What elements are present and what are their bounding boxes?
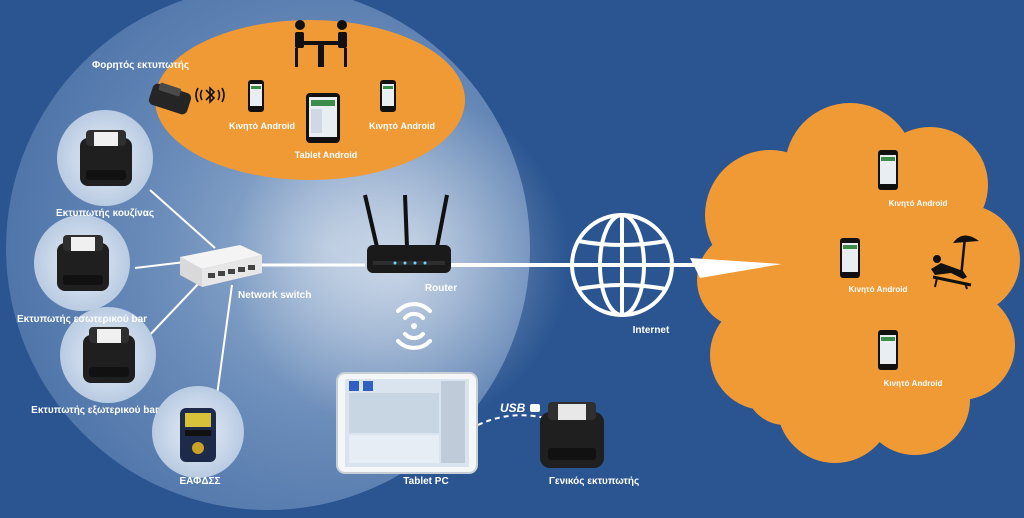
local-phone-right xyxy=(380,80,396,112)
bluetooth-icon xyxy=(195,86,225,104)
router-label: Router xyxy=(425,283,457,294)
network-switch xyxy=(180,245,262,287)
general-printer-label: Γενικός εκτυπωτής xyxy=(549,476,639,487)
line-kitchen-switch xyxy=(149,189,216,249)
inner-bar-printer xyxy=(57,235,109,291)
kitchen-printer-label: Εκτυπωτής κουζίνας xyxy=(56,208,154,219)
general-printer xyxy=(540,402,604,468)
usb-icon: USB xyxy=(500,401,540,415)
outer-bar-printer-label: Εκτυπωτής εξωτερικού bar xyxy=(31,405,159,416)
inner-bar-printer-label: Εκτυπωτής εσωτερικού bar xyxy=(17,314,147,325)
remote-phone-middle xyxy=(840,238,860,278)
mobile-printer-label: Φορητός εκτυπωτής xyxy=(92,60,189,71)
network-switch-label: Network switch xyxy=(238,290,311,301)
local-tablet-label: Tablet Android xyxy=(295,150,358,160)
tablet-pc xyxy=(336,372,478,474)
line-outerbar-switch xyxy=(144,281,201,341)
local-phone-left-label: Κινητό Android xyxy=(229,121,295,131)
router xyxy=(363,194,451,273)
remote-phone-top xyxy=(878,150,898,190)
fiscal-device xyxy=(180,408,216,462)
local-tablet xyxy=(306,93,340,143)
remote-phone-bottom xyxy=(878,330,898,370)
remote-phone-bottom-label: Κινητό Android xyxy=(884,379,943,388)
internet-label: Internet xyxy=(633,325,670,336)
connection-lines xyxy=(134,189,700,426)
local-phone-right-label: Κινητό Android xyxy=(369,121,435,131)
dining-table-icon xyxy=(295,20,347,67)
remote-phone-top-label: Κινητό Android xyxy=(889,199,948,208)
mobile-printer xyxy=(148,82,192,115)
remote-phone-middle-label: Κινητό Android xyxy=(849,285,908,294)
beach-lounger-icon xyxy=(931,235,979,290)
outer-bar-printer xyxy=(83,327,135,383)
wifi-icon xyxy=(396,302,432,350)
local-phone-left xyxy=(248,80,264,112)
fiscal-device-label: ΕΑΦΔΣΣ xyxy=(179,476,220,487)
cloud-remote-zone xyxy=(697,103,1020,463)
line-innerbar-switch xyxy=(134,261,186,269)
globe-icon xyxy=(570,213,674,317)
cloud-pointer xyxy=(690,258,782,278)
tablet-pc-label: Tablet PC xyxy=(403,476,448,487)
svg-text:USB: USB xyxy=(500,401,526,415)
kitchen-printer xyxy=(80,130,132,186)
line-fiscal-switch xyxy=(214,284,233,411)
